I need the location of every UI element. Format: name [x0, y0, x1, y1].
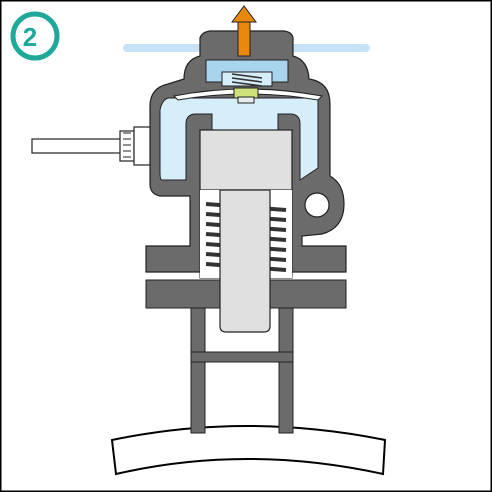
ground-surface — [110, 425, 387, 476]
arrow-up-icon — [231, 5, 257, 57]
inlet-nut-inner — [133, 126, 151, 166]
pilot-spring-coils — [231, 73, 263, 87]
piston-rod — [219, 189, 271, 333]
diaphragm — [172, 88, 324, 101]
inlet-nut-threads — [123, 132, 131, 158]
airflow-arrow-shaft — [237, 21, 251, 57]
upper-air-chamber — [159, 97, 319, 181]
step-badge — [10, 11, 60, 61]
air-jet-right — [290, 44, 370, 52]
pilot-spring — [231, 73, 263, 87]
diaphragm-stem — [237, 96, 255, 104]
stand-crossbar — [190, 351, 294, 363]
step-number: 2 — [22, 22, 38, 52]
inlet-fitting — [31, 126, 151, 166]
piston-head — [199, 129, 293, 191]
air-jets — [123, 44, 370, 52]
side-lug-hole — [304, 192, 330, 218]
airflow-arrow-head — [231, 5, 257, 23]
air-jet-left — [123, 44, 203, 52]
inlet-tube — [31, 138, 125, 154]
step-badge-ring — [10, 11, 60, 61]
